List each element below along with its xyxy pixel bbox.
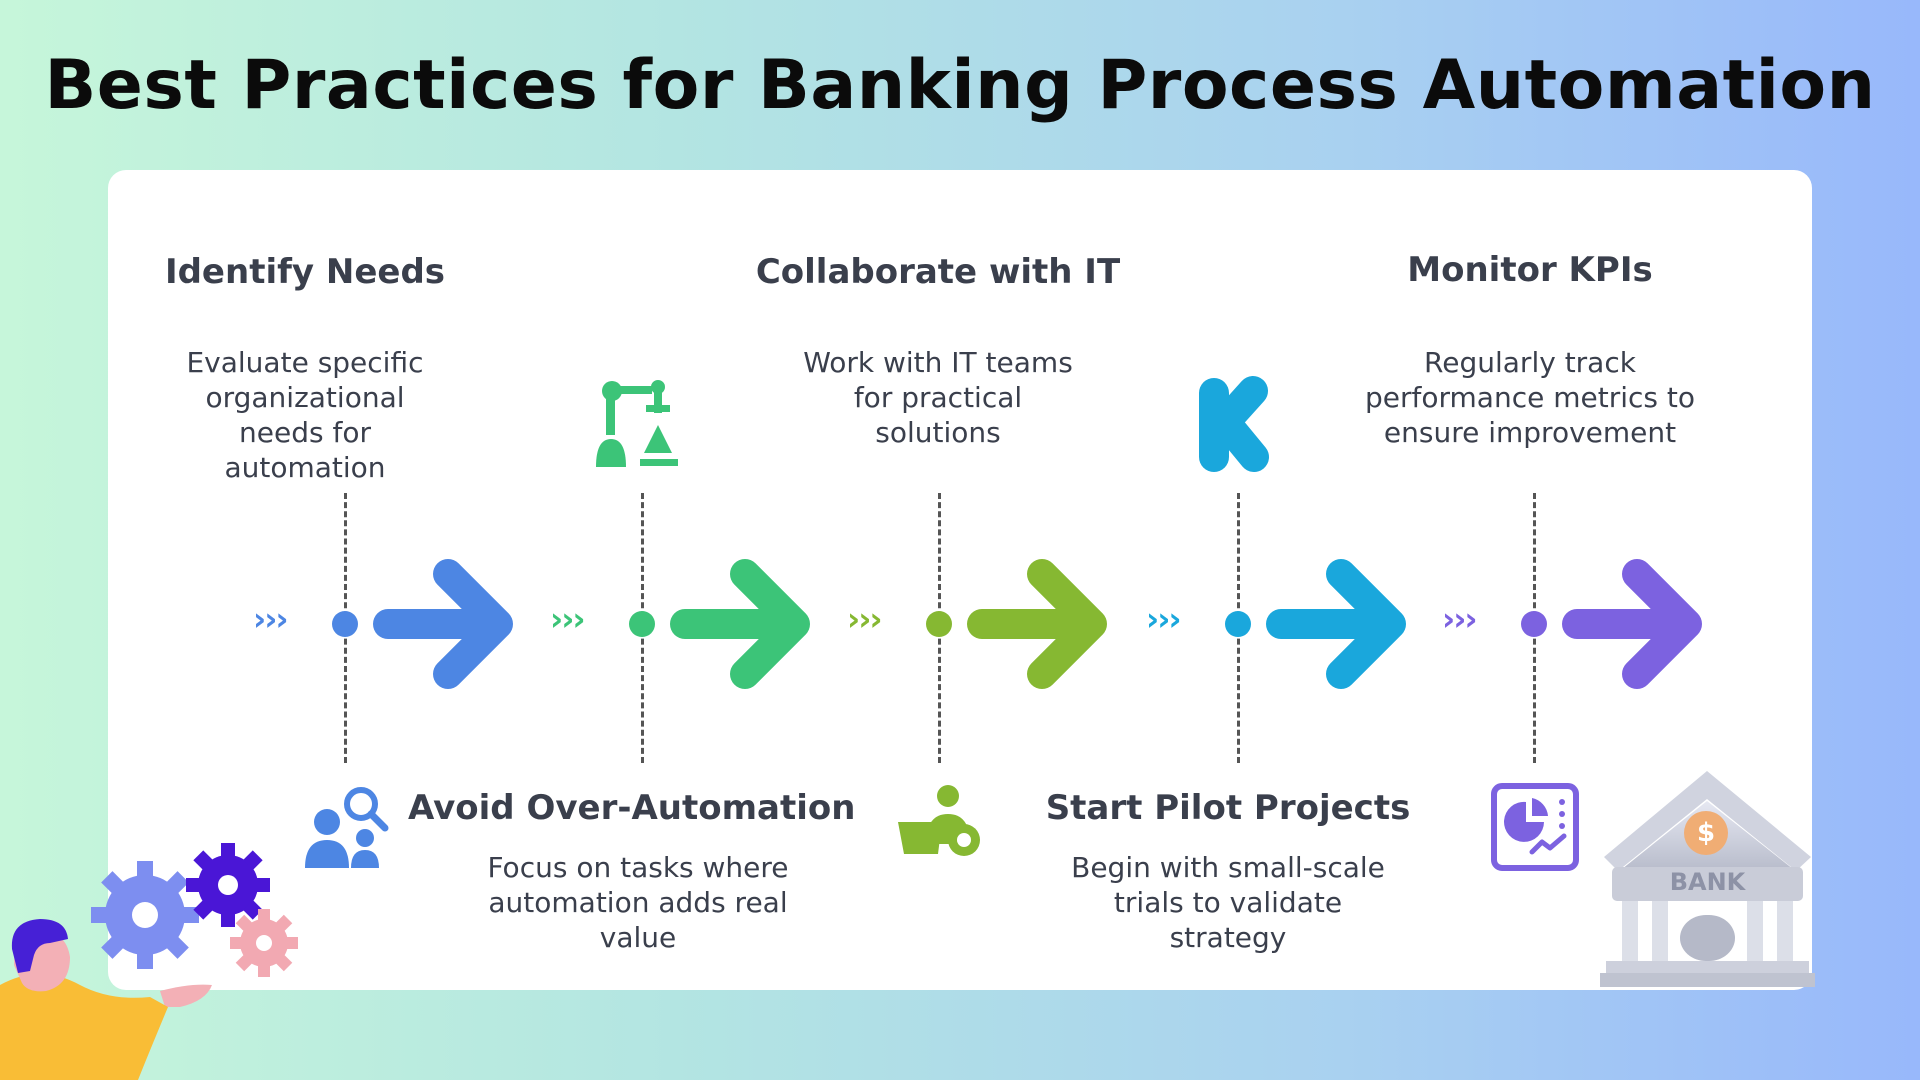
person-gears-illustration [0, 835, 310, 1080]
gear-icon [91, 861, 199, 969]
gear-icon [230, 909, 298, 977]
arrow-right-icon [1266, 559, 1406, 689]
step-dot-2 [629, 611, 655, 637]
bank-building-illustration: $ BANK [1600, 765, 1815, 990]
chevrons-5: ››› [1442, 600, 1478, 638]
step-heading-start-pilot-projects: Start Pilot Projects [1045, 788, 1411, 828]
kickstarter-icon [1199, 376, 1269, 472]
gear-icon [186, 843, 270, 927]
arrow-right-icon [373, 559, 513, 689]
arrow-right-icon [1562, 559, 1702, 689]
step-heading-avoid-over-automation: Avoid Over-Automation [408, 788, 856, 828]
dashboard-chart-icon [1491, 783, 1579, 871]
person-laptop-icon [898, 785, 980, 856]
chevrons-2: ››› [550, 600, 586, 638]
chevrons-3: ››› [847, 600, 883, 638]
step-dot-1 [332, 611, 358, 637]
step-dot-4 [1225, 611, 1251, 637]
step-dot-3 [926, 611, 952, 637]
page-title: Best Practices for Banking Process Autom… [44, 46, 1876, 125]
arrow-right-icon [967, 559, 1107, 689]
bank-label: BANK [1669, 868, 1746, 896]
chevrons-4: ››› [1146, 600, 1182, 638]
robot-arm-icon [596, 380, 678, 467]
step-heading-collaborate-with-it: Collaborate with IT [755, 252, 1121, 292]
chevrons-1: ››› [253, 600, 289, 638]
step-heading-monitor-kpis: Monitor KPIs [1407, 250, 1653, 290]
step-desc-start-pilot-projects: Begin with small-scale trials to validat… [1071, 851, 1385, 954]
step-desc-avoid-over-automation: Focus on tasks where automation adds rea… [487, 851, 789, 954]
step-heading-identify-needs: Identify Needs [164, 252, 446, 292]
step-desc-identify-needs: Evaluate specific organizational needs f… [186, 346, 424, 484]
step-desc-collaborate-with-it: Work with IT teams for practical solutio… [803, 346, 1073, 449]
bank-coin-icon: $ [1684, 811, 1728, 855]
process-card: Identify Needs Evaluate specific organiz… [108, 170, 1812, 990]
team-search-icon [305, 787, 389, 868]
step-dot-5 [1521, 611, 1547, 637]
step-desc-monitor-kpis: Regularly track performance metrics to e… [1365, 346, 1695, 449]
arrow-right-icon [670, 559, 810, 689]
